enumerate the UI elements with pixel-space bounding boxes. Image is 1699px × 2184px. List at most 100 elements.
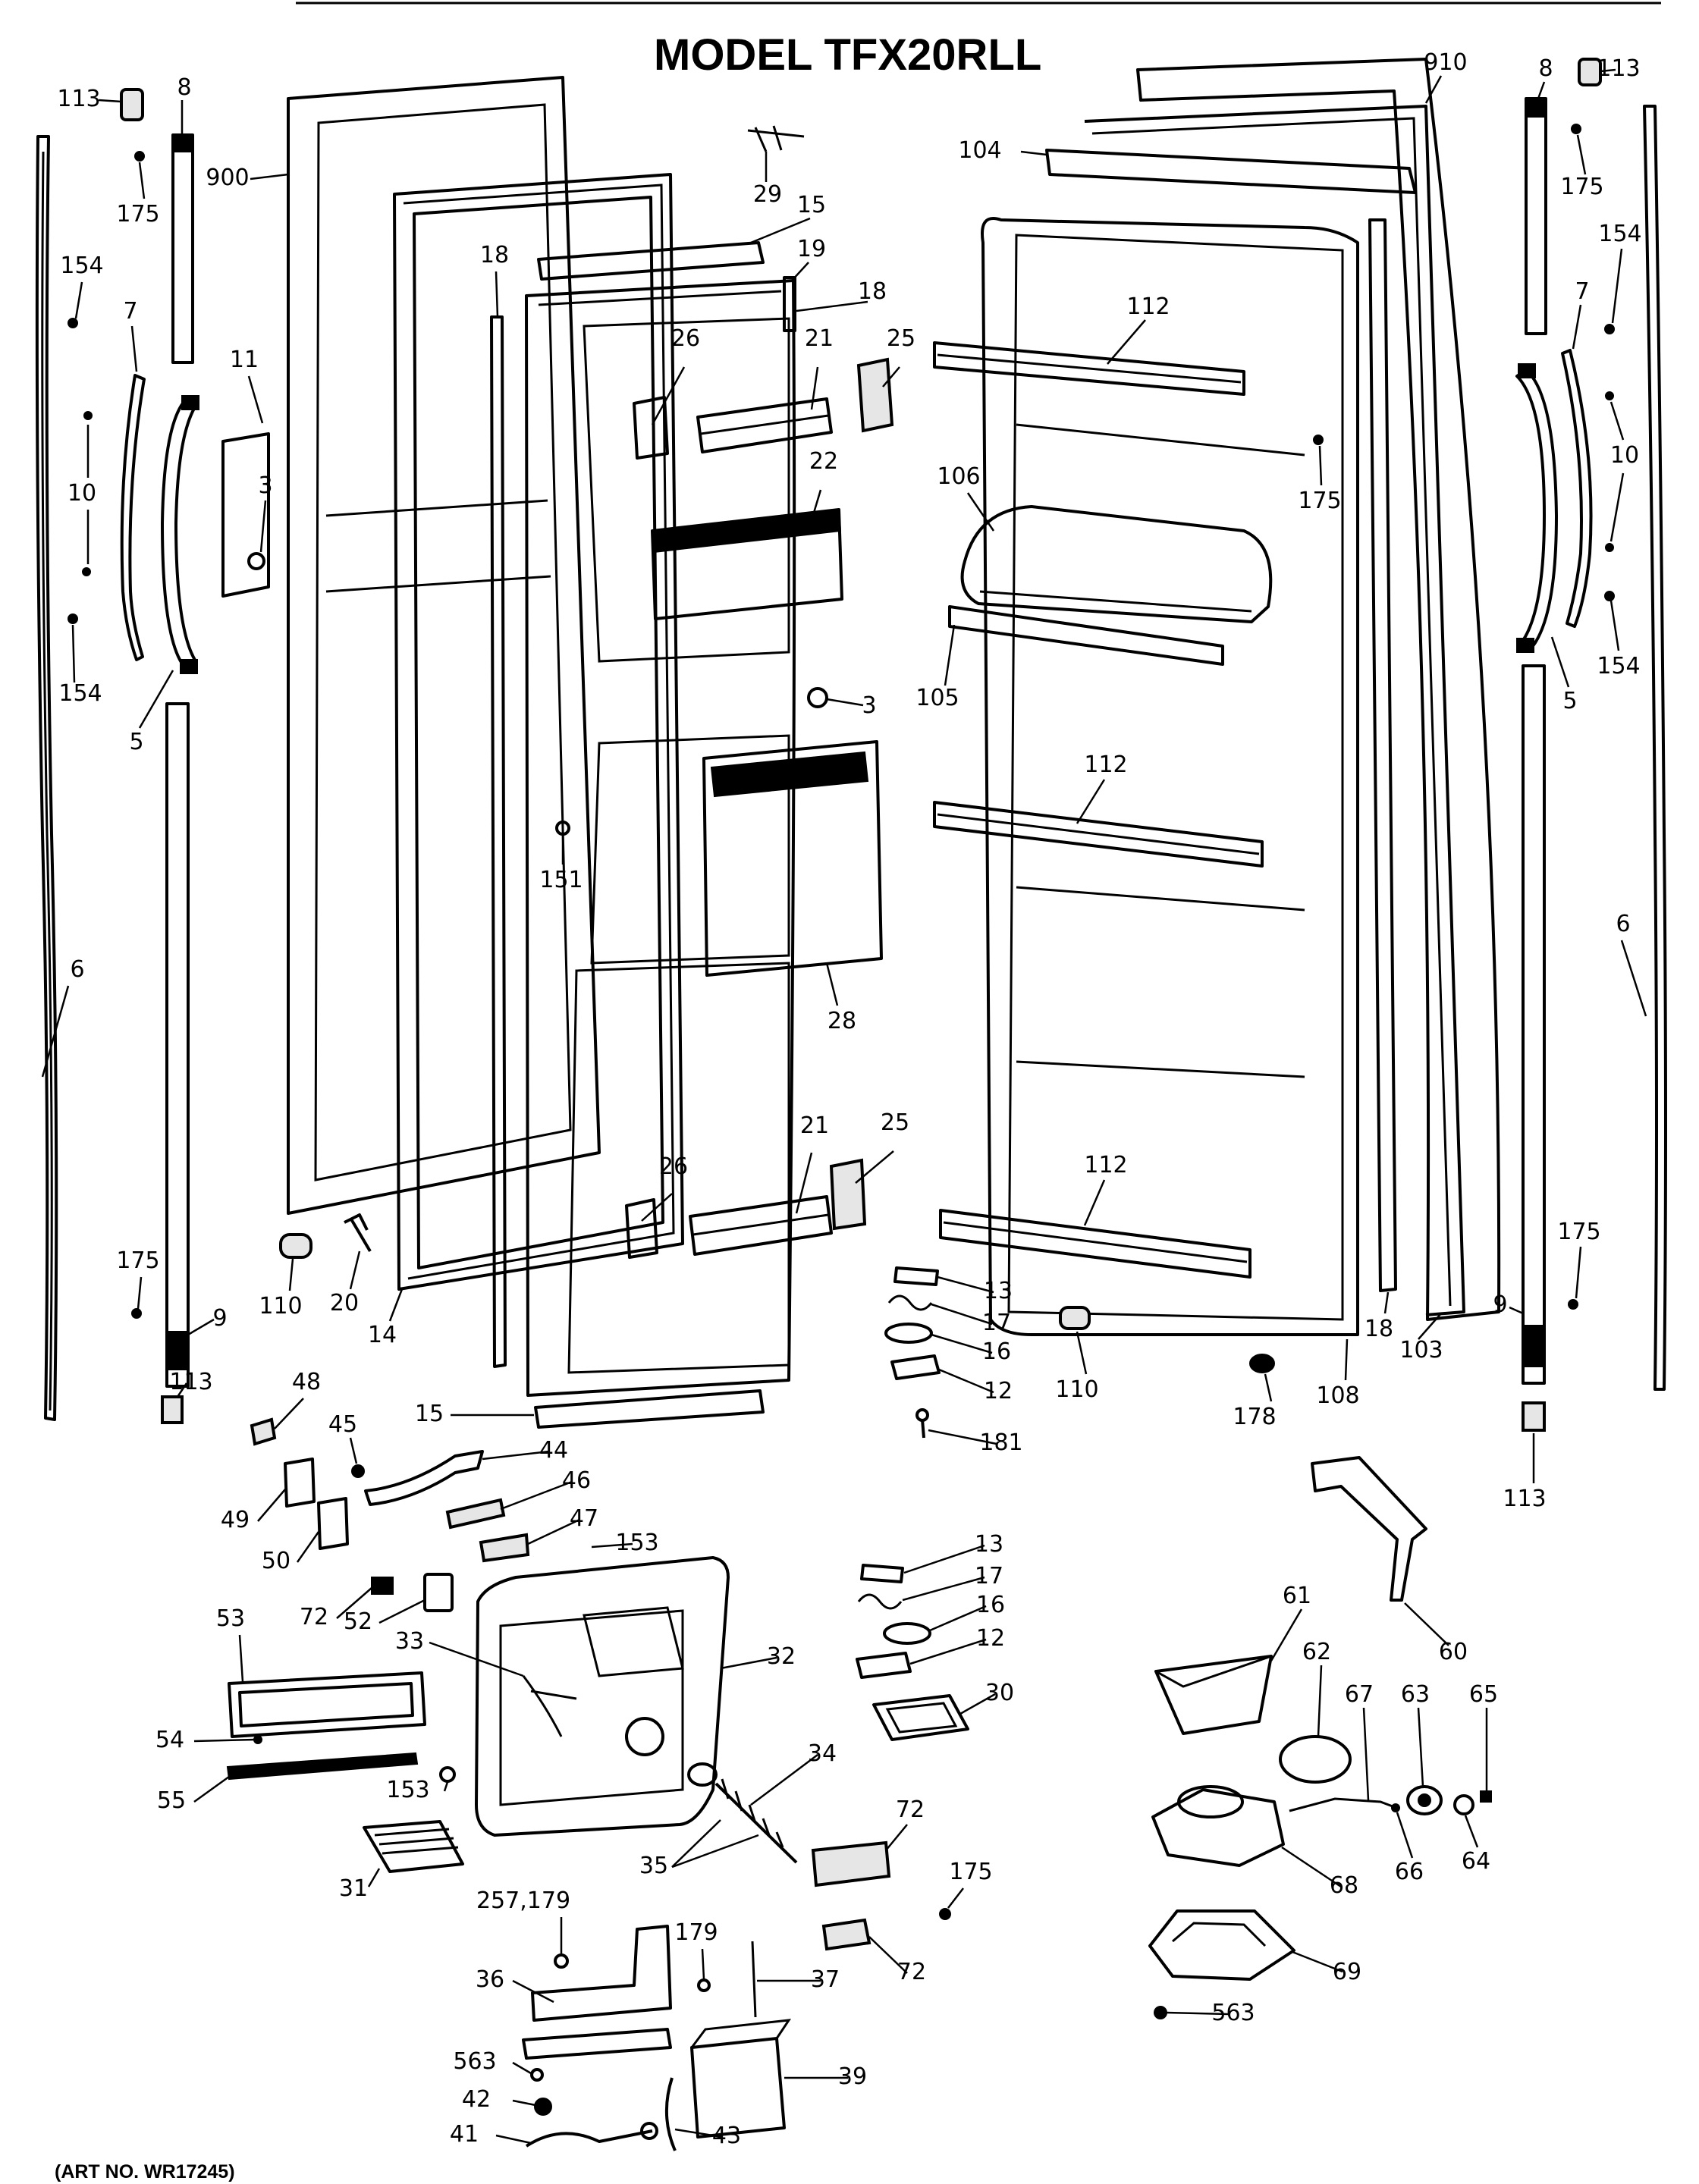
callout-c55: 55 xyxy=(157,1787,186,1814)
callout-c66: 66 xyxy=(1395,1859,1424,1885)
callout-c151: 151 xyxy=(539,867,583,893)
callout-c563a: 563 xyxy=(453,2048,496,2075)
callout-c106: 106 xyxy=(937,463,980,490)
screw-175-lower xyxy=(939,1908,951,1920)
screw-563-lower xyxy=(530,2068,544,2082)
hinge-pin-20 xyxy=(344,1213,372,1253)
callout-c18b: 18 xyxy=(858,278,887,305)
flap-62 xyxy=(1279,1735,1352,1784)
frame-53 xyxy=(228,1671,426,1738)
hinge-12-lower xyxy=(856,1652,912,1679)
callout-c8b: 8 xyxy=(1538,55,1553,82)
screw-563-right xyxy=(1154,2006,1167,2019)
solenoid-63 xyxy=(1406,1785,1443,1815)
left-handle-strip-7 xyxy=(120,374,146,661)
callout-c104: 104 xyxy=(958,137,1001,164)
callout-c13b: 13 xyxy=(975,1531,1003,1558)
left-endcap-113-bottom xyxy=(161,1395,184,1424)
dispenser-housing-32 xyxy=(475,1556,730,1837)
cam-16 xyxy=(884,1323,933,1344)
callout-c26b: 26 xyxy=(659,1153,688,1180)
bracket-36 xyxy=(531,1925,672,2022)
washer-66 xyxy=(1391,1803,1400,1812)
callout-c43: 43 xyxy=(712,2123,741,2149)
callout-c175f: 175 xyxy=(1557,1219,1600,1245)
callout-c910: 910 xyxy=(1424,49,1467,76)
plate-lower xyxy=(522,2028,672,2060)
wire-harness-29 xyxy=(747,125,805,152)
freezer-door-gasket-14 xyxy=(393,173,684,1291)
right-upper-trim-8 xyxy=(1525,97,1547,335)
actuator-48 xyxy=(250,1417,277,1446)
callout-c5a: 5 xyxy=(129,729,143,755)
cover-72-middle xyxy=(811,1840,891,1887)
shelf-end-25-lower xyxy=(829,1158,867,1231)
dairy-bin-106 xyxy=(960,505,1273,623)
callout-c21b: 21 xyxy=(800,1112,829,1139)
right-handle-5 xyxy=(1515,363,1558,653)
callout-c62: 62 xyxy=(1302,1639,1331,1665)
dispenser-cover-28 xyxy=(702,740,883,977)
callout-c32: 32 xyxy=(767,1643,796,1670)
callout-c178: 178 xyxy=(1233,1404,1276,1430)
callout-c41: 41 xyxy=(450,2121,479,2148)
hinge-plate-13 xyxy=(893,1266,939,1286)
callout-c3a: 3 xyxy=(258,472,272,499)
callout-c26a: 26 xyxy=(671,325,700,352)
right-lower-trim-9 xyxy=(1522,664,1546,1385)
callout-c48: 48 xyxy=(292,1369,321,1395)
bushing-110-left xyxy=(279,1233,312,1259)
screw-153-lower xyxy=(439,1766,456,1783)
callout-c36: 36 xyxy=(476,1966,504,1993)
fresh-food-door-outer-910 xyxy=(1136,58,1501,1321)
callout-c103: 103 xyxy=(1399,1337,1443,1363)
callout-c112a: 112 xyxy=(1126,293,1170,320)
right-screws xyxy=(1568,124,1615,1310)
callout-c72c: 72 xyxy=(897,1959,926,1985)
callout-c154a: 154 xyxy=(60,253,103,279)
bracket-50 xyxy=(317,1497,349,1550)
callout-c19: 19 xyxy=(797,236,826,262)
plug-178 xyxy=(1249,1354,1275,1373)
callout-c50: 50 xyxy=(262,1548,290,1574)
callout-c15b: 15 xyxy=(415,1401,444,1427)
shelf-22 xyxy=(651,508,843,620)
callout-c9a: 9 xyxy=(212,1305,227,1332)
door-frame-104 xyxy=(1045,149,1417,194)
callout-c64: 64 xyxy=(1462,1848,1490,1875)
callout-c28: 28 xyxy=(828,1008,856,1034)
hose-43 xyxy=(664,2077,677,2151)
callout-c44: 44 xyxy=(539,1437,568,1464)
callout-c113a: 113 xyxy=(57,86,100,112)
callout-c14: 14 xyxy=(368,1322,397,1348)
right-endcap-113-bottom xyxy=(1522,1401,1546,1432)
door-seal-18-right xyxy=(1368,218,1397,1292)
left-upper-trim-8 xyxy=(171,133,194,364)
wire-37 xyxy=(751,1941,757,2018)
callout-c113c: 113 xyxy=(1597,55,1640,82)
right-handle-strip-7 xyxy=(1561,349,1593,628)
hinge-plate-13-lower xyxy=(860,1564,904,1583)
callout-c5b: 5 xyxy=(1562,688,1577,714)
callout-c49: 49 xyxy=(221,1507,250,1533)
callout-c35: 35 xyxy=(639,1853,668,1879)
callout-c7a: 7 xyxy=(123,298,137,325)
spring-34 xyxy=(687,1762,798,1864)
callout-c153a: 153 xyxy=(615,1530,658,1556)
callout-c179: 179 xyxy=(674,1919,718,1946)
bracket-60 xyxy=(1311,1456,1427,1602)
grille-31 xyxy=(363,1820,464,1873)
left-side-trim-6 xyxy=(35,135,58,1421)
callout-c12a: 12 xyxy=(984,1378,1013,1404)
callout-c20: 20 xyxy=(330,1290,359,1316)
callout-c6a: 6 xyxy=(70,956,84,983)
callout-c30: 30 xyxy=(985,1680,1014,1706)
callout-c257: 257,179 xyxy=(476,1887,570,1914)
left-screws xyxy=(68,151,145,1319)
callout-c25a: 25 xyxy=(887,325,915,352)
freezer-shelf-bar-top-15 xyxy=(537,241,765,281)
housing-69 xyxy=(1148,1909,1295,1981)
callout-c154c: 154 xyxy=(1598,221,1641,247)
callout-c9b: 9 xyxy=(1493,1291,1507,1318)
left-lower-trim-9 xyxy=(165,702,190,1388)
